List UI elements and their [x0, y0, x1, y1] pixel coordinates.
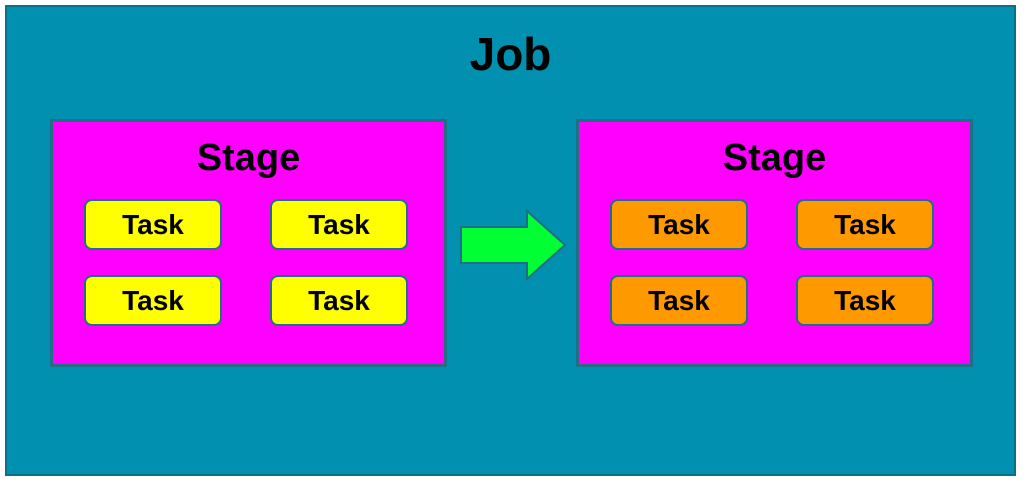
stage-2-task-2: Task	[796, 199, 934, 250]
stage-2: Stage Task Task Task Task	[576, 119, 973, 367]
stage-2-task-3: Task	[610, 275, 748, 326]
stage-1-task-1: Task	[84, 199, 222, 250]
job-title: Job	[469, 28, 552, 80]
stage-1-task-4: Task	[270, 275, 408, 326]
stage-2-title: Stage	[722, 137, 827, 179]
job-container: Job Stage Task Task Task Task Stage Task…	[5, 5, 1016, 476]
right-arrow-icon	[460, 209, 567, 281]
stage-1-title: Stage	[196, 137, 301, 179]
stage-1-task-2: Task	[270, 199, 408, 250]
stage-2-task-1: Task	[610, 199, 748, 250]
stage-2-task-4: Task	[796, 275, 934, 326]
stage-1-task-3: Task	[84, 275, 222, 326]
stage-1: Stage Task Task Task Task	[50, 119, 447, 367]
